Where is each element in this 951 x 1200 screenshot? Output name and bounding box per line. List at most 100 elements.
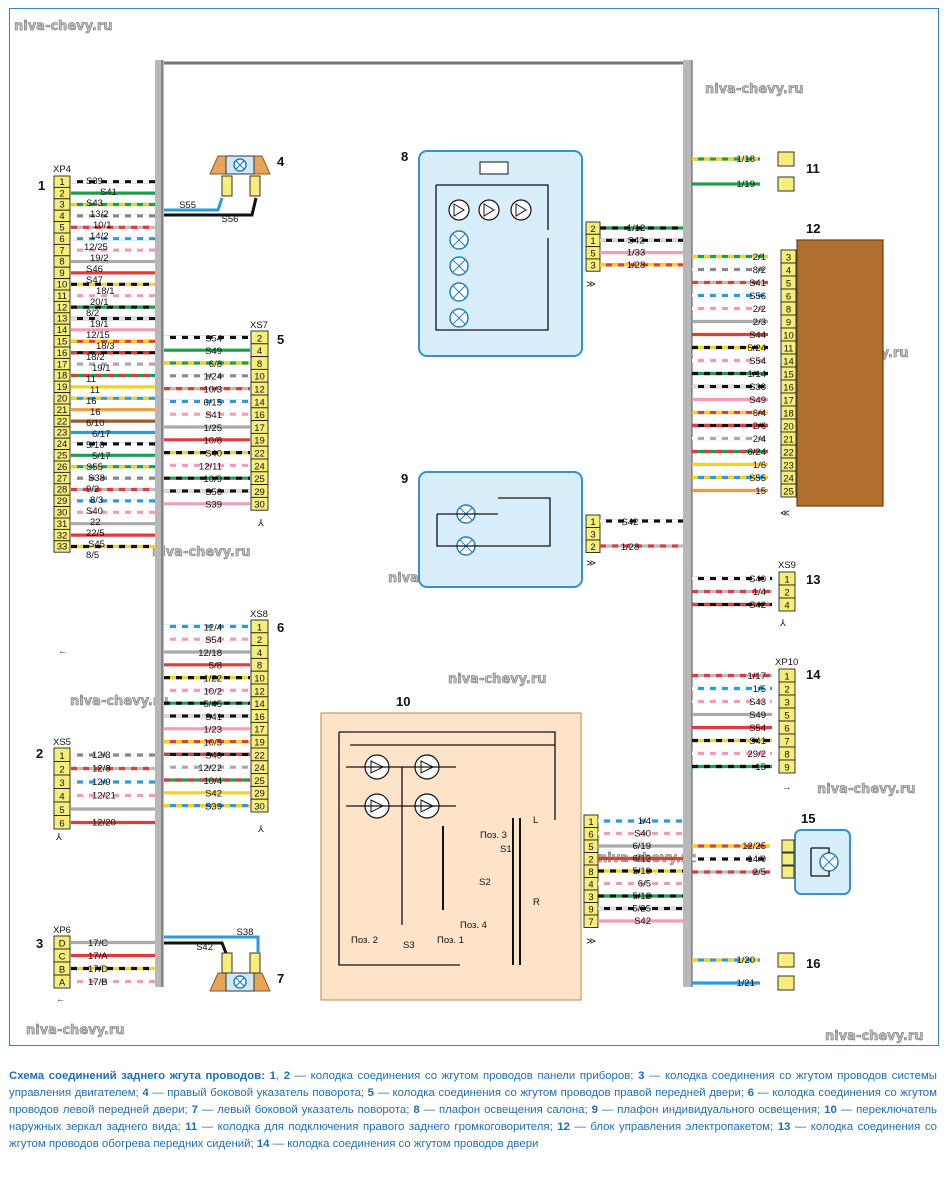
turn-signal-7-terminal xyxy=(249,952,261,974)
pin-number: 14 xyxy=(57,325,68,336)
xp4-wire-label: 18/2 xyxy=(86,352,105,363)
pin-number: 27 xyxy=(57,473,68,484)
mid-connector-wire-label: 12/4 xyxy=(204,622,223,633)
pin-number: 12 xyxy=(254,686,265,697)
lamp-15-terminal xyxy=(781,852,795,866)
pin-number: 8 xyxy=(59,257,64,268)
led-icon xyxy=(448,199,470,221)
pin-number: 12 xyxy=(57,302,68,313)
caption-item-number: 4 xyxy=(142,1087,149,1099)
xp4-wire-label: 9/2 xyxy=(86,484,99,495)
connector-lock-icon: ≫ xyxy=(586,936,596,947)
connector-lock-icon: ← xyxy=(56,994,66,1005)
pin-number: 20 xyxy=(57,394,68,405)
connector-lock-icon: ≫ xyxy=(586,558,596,569)
pin-number: 1 xyxy=(59,751,64,762)
pin-number: 4 xyxy=(59,211,64,222)
pin-number: C xyxy=(59,952,66,963)
pin-number: 29 xyxy=(254,789,265,800)
turn-signal-4-wire xyxy=(164,197,224,212)
mid-connector-wire-label: 12/18 xyxy=(198,648,222,659)
pin-number: 19 xyxy=(254,738,265,749)
xp4-wire-label: S47 xyxy=(86,275,103,286)
pin-number: 9 xyxy=(588,905,593,916)
pin-number: 19 xyxy=(254,436,265,447)
xp4-wire-label: 8/2 xyxy=(86,308,99,319)
caption-item-text: — блок управления электропакетом; xyxy=(569,1121,778,1133)
lamp-bulb-icon xyxy=(452,285,466,299)
seat-heat-connector-wire-label: 1/4 xyxy=(753,587,766,598)
pin-number: 25 xyxy=(783,487,794,498)
xp4-wire-label: 12/15 xyxy=(86,330,110,341)
lamp-bulb-icon xyxy=(452,311,466,325)
switch-position-label: S1 xyxy=(500,844,512,855)
connector-3-number: 3 xyxy=(36,936,43,951)
xs5-wire-label: 12/21 xyxy=(92,791,116,802)
xs5-wire-label: 12/8 xyxy=(92,764,111,775)
pin-number: 26 xyxy=(57,462,68,473)
seat-heat-connector-name: XS9 xyxy=(778,560,796,571)
connector-1-name: XP4 xyxy=(53,164,71,175)
control-unit-wire-label: 2/6 xyxy=(753,421,766,432)
pin-number: 19 xyxy=(57,382,68,393)
led-icon xyxy=(515,203,527,217)
caption-item-text: — левый боковой указатель поворота; xyxy=(197,1104,414,1116)
connector-16-terminal xyxy=(777,975,795,991)
seat-heat-connector-pin xyxy=(778,597,796,612)
spot-lamp-number: 9 xyxy=(401,471,408,486)
connector-lock-icon: ← xyxy=(58,646,68,657)
caption-body: 1, 2 — колодка соединения со жгутом пров… xyxy=(9,1070,937,1150)
speaker-connector-number: 11 xyxy=(806,161,820,176)
connector-2-name: XS5 xyxy=(53,737,71,748)
mirror-switch-panel xyxy=(320,712,582,1001)
xp4-wire-label: 10/1 xyxy=(93,220,112,231)
pin-number: 8 xyxy=(257,359,262,370)
led-icon xyxy=(453,203,465,217)
pin-number: 5 xyxy=(590,248,595,259)
pin-number: 22 xyxy=(254,449,265,460)
pin-number: 6 xyxy=(588,830,593,841)
caption-item-number: 14 xyxy=(256,1138,270,1150)
pin-number: 3 xyxy=(588,892,593,903)
pin-number: 8 xyxy=(786,305,791,316)
xp4-wire-label: 14/2 xyxy=(90,231,109,242)
harness-channel-right xyxy=(683,60,692,987)
caption-item-text: — правый боковой указатель поворота; xyxy=(148,1087,368,1099)
pin-number: 6 xyxy=(59,819,64,830)
caption-item-text: — колодка соединения со жгутом проводов … xyxy=(290,1070,639,1082)
pin-number: 25 xyxy=(57,451,68,462)
caption-item-number: 13 xyxy=(777,1121,791,1133)
pin-number: D xyxy=(59,939,66,950)
control-unit-wire-label: S56 xyxy=(749,291,766,302)
watermark: niva-chevy.ru xyxy=(448,672,547,687)
pin-number: 23 xyxy=(783,461,794,472)
pin-number: 1 xyxy=(590,236,595,247)
xp4-wire-label: 20/1 xyxy=(90,297,109,308)
pin-number: 11 xyxy=(784,344,794,355)
mid-connector-wire-label: S56 xyxy=(205,487,222,498)
door-connector-14-wire-label: S43 xyxy=(749,697,766,708)
caption-item-number: 5 xyxy=(367,1087,374,1099)
mirror-switch-wire-label: 6/5 xyxy=(638,879,651,890)
pin-number: 18 xyxy=(783,409,794,420)
caption-item-text: — колодка соединения со жгутом проводов … xyxy=(9,1121,937,1150)
control-unit-wire-label: 6/24 xyxy=(748,447,767,458)
mirror-switch-wire-label: S42 xyxy=(634,916,651,927)
caption-item-number: 9 xyxy=(591,1104,598,1116)
pin-number: 3 xyxy=(590,261,595,272)
xp6-wire-label: 17/D xyxy=(88,964,108,975)
pin-number: 30 xyxy=(254,802,265,813)
switch-position-label: L xyxy=(533,815,538,826)
pin-number: 21 xyxy=(783,435,794,446)
caption-item-text: — колодка соединения со жгутом проводов … xyxy=(269,1138,539,1150)
caption-item-text: — переключатель наружных зеркал заднего … xyxy=(9,1104,937,1133)
xs5-wire-label: 12/20 xyxy=(92,818,116,829)
watermark: niva-chevy.ru xyxy=(817,782,916,797)
control-unit-pin xyxy=(780,483,797,498)
caption-item-number: 8 xyxy=(413,1104,420,1116)
pin-number: 6 xyxy=(784,724,789,735)
connector-lock-icon: ⅄ xyxy=(257,824,265,835)
caption-item-number: 2 xyxy=(283,1070,291,1082)
dome-lamp-wire-label: 1/28 xyxy=(627,260,646,271)
xp6-wire-label: 17/B xyxy=(88,977,108,988)
